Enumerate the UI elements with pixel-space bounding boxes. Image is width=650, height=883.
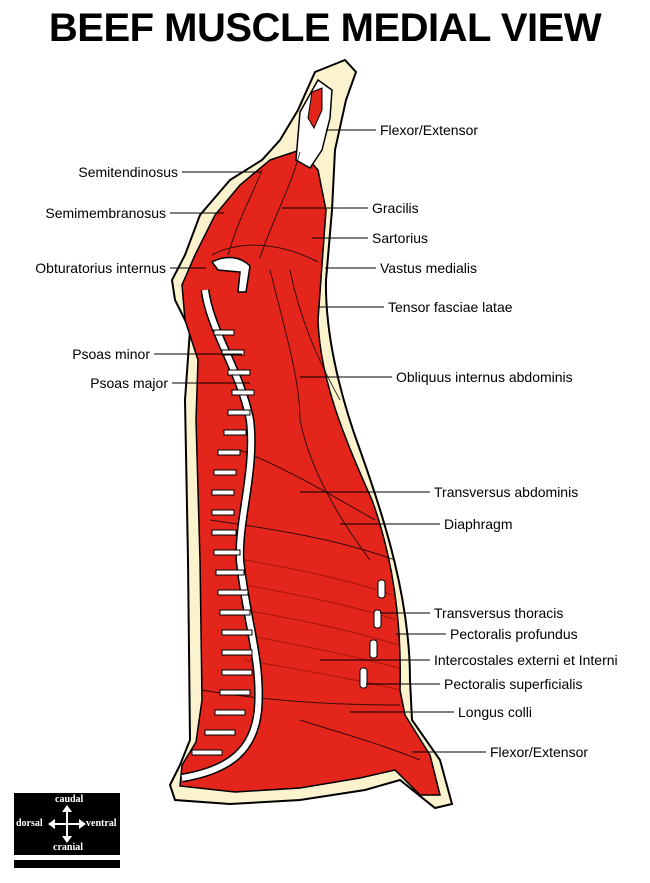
label-transversus-thoracis: Transversus thoracis (434, 605, 563, 621)
label-transversus-abdominis: Transversus abdominis (434, 484, 578, 500)
label-semimembranosus: Semimembranosus (45, 205, 166, 221)
compass-caudal: caudal (55, 794, 84, 805)
label-vastus-medialis: Vastus medialis (380, 260, 477, 276)
diagram-title: BEEF MUSCLE MEDIAL VIEW (48, 6, 602, 50)
compass-dorsal: dorsal (16, 818, 43, 829)
label-tensor-fasciae-latae: Tensor fasciae latae (388, 299, 513, 315)
pelvis-bone (210, 256, 251, 293)
label-semitendinosus: Semitendinosus (78, 164, 178, 180)
vertebrae (191, 329, 255, 756)
compass-arrows-icon (48, 805, 86, 843)
sternum (359, 579, 386, 689)
label-diaphragm: Diaphragm (444, 516, 512, 532)
label-flexor-extensor-bottom: Flexor/Extensor (490, 744, 588, 760)
muscle-divisions (201, 151, 421, 761)
label-flexor-extensor-top: Flexor/Extensor (380, 122, 478, 138)
leader-lines (154, 129, 486, 753)
label-longus-colli: Longus colli (458, 704, 532, 720)
label-pectoralis-superficialis: Pectoralis superficialis (444, 676, 583, 692)
compass-bar (14, 860, 120, 868)
compass-cranial: cranial (53, 842, 83, 853)
label-pectoralis-profundus: Pectoralis profundus (450, 626, 578, 642)
compass-ventral: ventral (86, 818, 117, 829)
rib-striations (244, 559, 401, 691)
label-sartorius: Sartorius (372, 230, 428, 246)
orientation-compass: caudal cranial dorsal ventral (14, 793, 120, 855)
label-intercostales: Intercostales externi et Interni (434, 652, 618, 668)
label-psoas-major: Psoas major (90, 375, 168, 391)
label-gracilis: Gracilis (372, 200, 419, 216)
label-obliquus-internus-abdominis: Obliquus internus abdominis (396, 369, 573, 385)
label-psoas-minor: Psoas minor (72, 346, 150, 362)
label-obturatorius-internus: Obturatorius internus (35, 260, 166, 276)
